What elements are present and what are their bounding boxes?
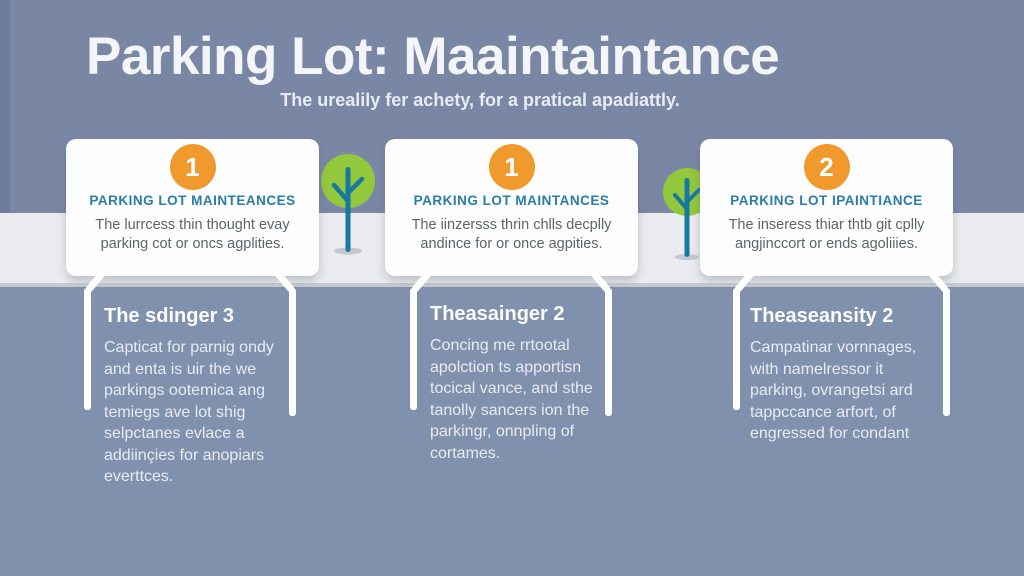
bottom-section-background (0, 287, 1024, 576)
callout-side-bar (410, 288, 417, 410)
step-card-heading: PARKING LOT MAINTEANCES (89, 193, 296, 208)
step-card-3: 2 PARKING LOT IPAINTIANCE The inseress t… (700, 139, 953, 276)
note-heading: Theasainger 2 (430, 303, 565, 325)
step-card-body: The inseress thiar thtb git cplly angjin… (728, 217, 925, 252)
callout-side-bar (605, 288, 612, 416)
step-card-body: The lurrcess thin thought evay parking c… (95, 217, 290, 252)
step-card-1: 1 PARKING LOT MAINTEANCES The lurrcess t… (66, 139, 319, 276)
step-number-badge: 1 (169, 144, 216, 190)
note-body: Concing me rrtootal apolction ts apporti… (430, 337, 593, 462)
left-edge-strip (0, 0, 10, 213)
page-title: Parking Lot: Maaintaintance (86, 27, 780, 86)
tree-icon (662, 166, 712, 266)
step-card-2: 1 PARKING LOT MAINTANCES The iinzersss t… (385, 139, 638, 276)
note-block-1: The sdinger 3 Capticat for parnig ondy a… (104, 305, 289, 488)
step-number-badge: 1 (488, 144, 535, 190)
callout-side-bar (733, 288, 740, 410)
step-card-body: The iinzersss thrin chlls decplly andinc… (411, 217, 612, 252)
note-heading: The sdinger 3 (104, 305, 235, 327)
note-block-3: Theaseansity 2 Campatinar vornnages, wit… (750, 305, 950, 445)
note-body: Campatinar vornnages, with namelressor i… (750, 339, 917, 442)
note-block-2: Theasainger 2 Concing me rrtootal apolct… (430, 303, 615, 464)
step-number-badge: 2 (803, 144, 850, 190)
note-body: Capticat for parnig ondy and enta is uir… (104, 339, 274, 485)
step-card-heading: PARKING LOT IPAINTIANCE (730, 193, 923, 208)
callout-side-bar (289, 288, 296, 416)
page-subtitle: The urealily fer achety, for a pratical … (280, 90, 680, 110)
callout-side-bar (943, 288, 950, 416)
tree-icon (318, 152, 378, 262)
callout-side-bar (84, 288, 91, 410)
step-card-heading: PARKING LOT MAINTANCES (413, 193, 610, 208)
note-heading: Theaseansity 2 (750, 305, 894, 327)
